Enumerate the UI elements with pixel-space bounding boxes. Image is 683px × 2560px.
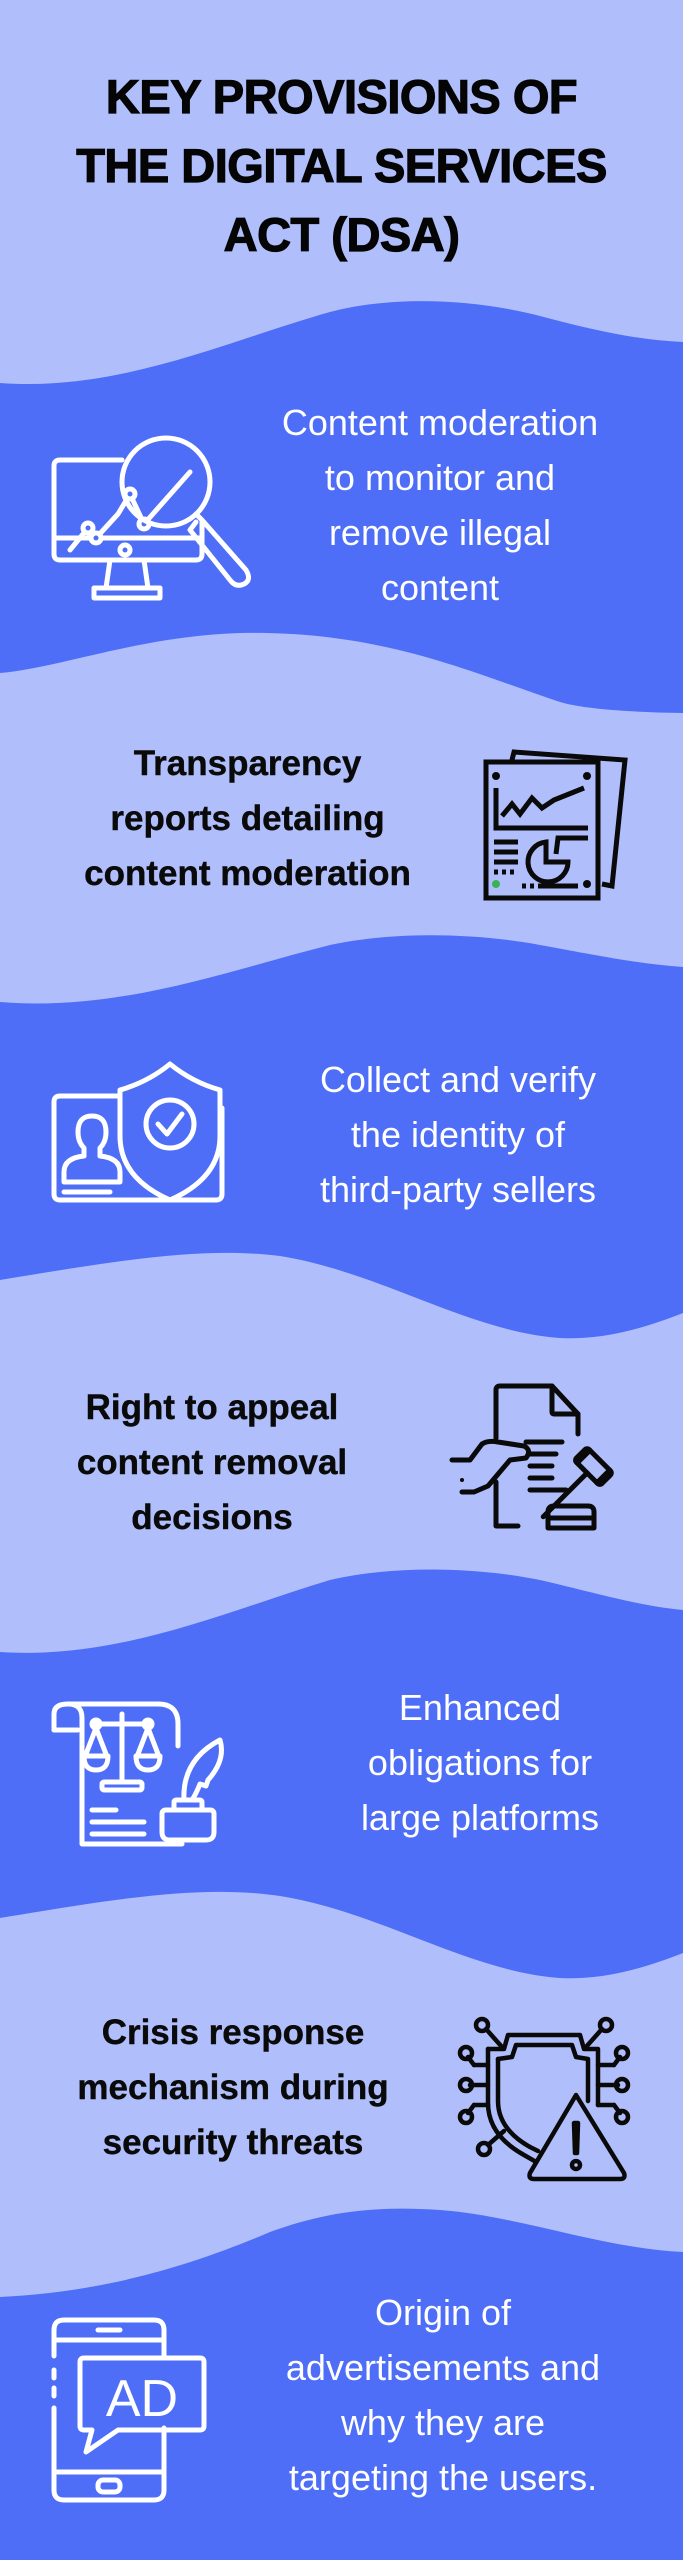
phone-ad-bubble-icon: AD <box>50 2316 210 2504</box>
provision-3-text: Collect and verify the identity of third… <box>258 1052 658 1217</box>
text-line: Right to appeal <box>85 1388 339 1427</box>
provision-7-text: Origin of advertisements and why they ar… <box>243 2285 643 2505</box>
text-line: remove illegal <box>328 512 552 553</box>
text-line: decisions <box>131 1498 293 1537</box>
text-line: advertisements and <box>285 2347 601 2388</box>
wave-band-1 <box>0 301 683 713</box>
title-line: ACT (DSA) <box>223 207 460 261</box>
text-line: the identity of <box>350 1114 566 1155</box>
wave-band-3 <box>0 1569 683 1979</box>
text-line: security threats <box>102 2123 364 2162</box>
report-documents-chart-icon <box>480 749 630 902</box>
text-line: Origin of <box>374 2292 512 2333</box>
text-line: Crisis response <box>101 2013 365 2052</box>
title-line: KEY PROVISIONS OF <box>105 69 578 123</box>
text-line: content moderation <box>84 854 411 893</box>
text-line: mechanism during <box>77 2068 389 2107</box>
ad-label: AD <box>106 2370 178 2428</box>
text-line: Transparency <box>133 744 362 783</box>
text-line: Collect and verify <box>319 1059 597 1100</box>
text-line: large platforms <box>360 1797 600 1838</box>
wave-band-2 <box>0 935 683 1339</box>
text-line: reports detailing <box>110 799 385 838</box>
provision-6-text: Crisis response mechanism during securit… <box>33 2005 433 2170</box>
provision-2-text: Transparency reports detailing content m… <box>40 736 455 901</box>
text-line: Content moderation <box>281 402 599 443</box>
text-line: content <box>380 567 500 608</box>
text-line: content removal <box>76 1443 348 1482</box>
legal-scroll-scales-quill-icon <box>50 1700 226 1850</box>
provision-5-text: Enhanced obligations for large platforms <box>280 1680 680 1845</box>
provision-1-text: Content moderation to monitor and remove… <box>240 395 640 615</box>
provision-4-text: Right to appeal content removal decision… <box>12 1380 412 1545</box>
text-line: third-party sellers <box>319 1169 597 1210</box>
text-line: obligations for <box>367 1742 593 1783</box>
text-line: Enhanced <box>398 1687 562 1728</box>
text-line: why they are <box>340 2402 546 2443</box>
monitor-magnifier-chart-icon <box>50 430 262 602</box>
id-card-shield-check-icon <box>50 1060 226 1204</box>
page-title: KEY PROVISIONS OF THE DIGITAL SERVICES A… <box>0 62 683 269</box>
text-line: to monitor and <box>324 457 556 498</box>
text-line: targeting the users. <box>288 2457 598 2498</box>
wave-band-4 <box>0 2208 683 2560</box>
title-line: THE DIGITAL SERVICES <box>76 138 608 192</box>
document-hand-gavel-icon <box>448 1382 628 1532</box>
shield-network-warning-icon <box>457 2013 631 2183</box>
